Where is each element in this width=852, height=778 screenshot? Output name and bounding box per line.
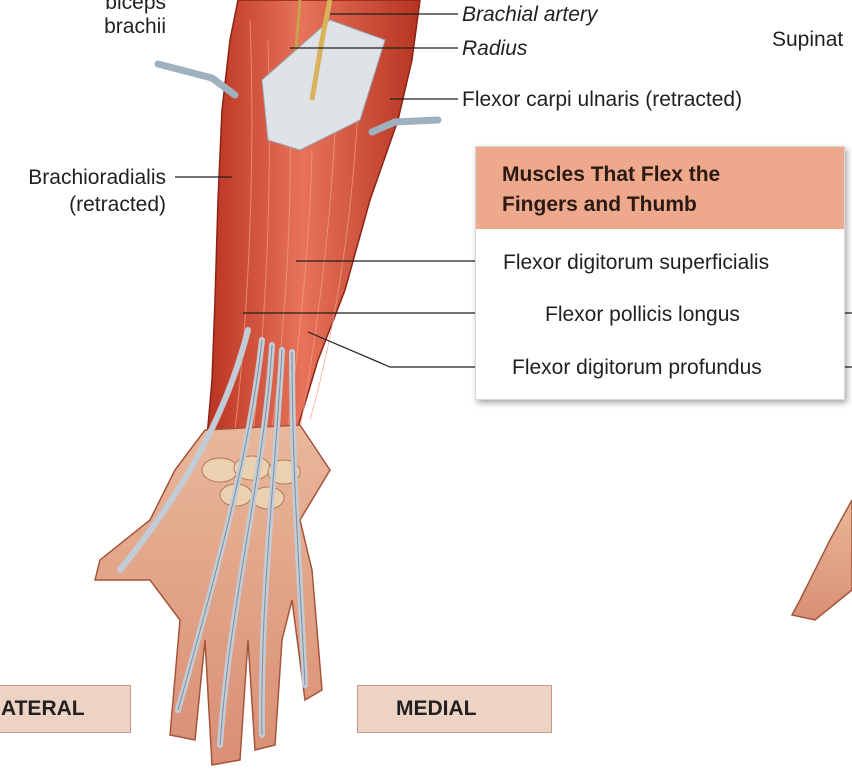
retractor-right [368, 116, 442, 136]
aponeurosis [261, 19, 386, 151]
box-header: Muscles That Flex the Fingers and Thumb [476, 147, 844, 229]
box-title-line2: Fingers and Thumb [502, 193, 697, 216]
second-hand-partial [790, 499, 852, 621]
radius-label: Radius [462, 37, 528, 60]
flexor-digitorum-superficialis-label: Flexor digitorum superficialis [503, 251, 770, 274]
brachial-artery-vessel [309, 0, 333, 101]
biceps-label-line1: biceps [105, 0, 166, 14]
brachial-artery-label: Brachial artery [462, 3, 598, 26]
muscle-group-box: Muscles That Flex the Fingers and Thumb … [475, 146, 845, 400]
lateral-tag-label: ATERAL [1, 697, 85, 720]
brachioradialis-label-line2: (retracted) [69, 193, 166, 216]
lateral-tag: ATERAL [0, 685, 131, 733]
flexor-pollicis-longus-label: Flexor pollicis longus [545, 303, 740, 326]
medial-tag-label: MEDIAL [396, 697, 477, 720]
flexor-carpi-ulnaris-label: Flexor carpi ulnaris (retracted) [462, 88, 743, 111]
box-title-line1: Muscles That Flex the [502, 163, 721, 186]
supinator-label: Supinat [772, 28, 844, 51]
flexor-digitorum-profundus-label: Flexor digitorum profundus [512, 356, 762, 379]
retractor-left [154, 60, 239, 99]
biceps-label-line2: brachii [104, 15, 166, 38]
medial-tag: MEDIAL [357, 685, 552, 733]
box-title: Muscles That Flex the Fingers and Thumb [502, 160, 822, 220]
brachioradialis-label-line1: Brachioradialis [28, 166, 166, 189]
